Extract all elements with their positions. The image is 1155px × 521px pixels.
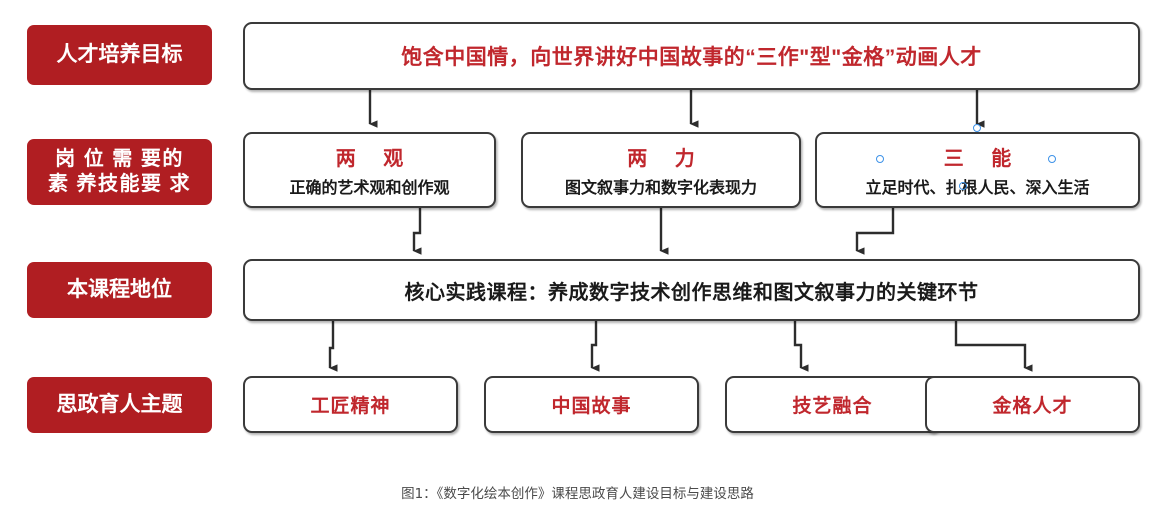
box-theme-skill-art-fusion[interactable]: 技艺融合 [725,376,940,433]
selection-handle-right[interactable] [1048,155,1056,163]
row-tag-post-competency: 岗 位 需 要的 素 养技能要 求 [27,139,212,205]
box-theme-china-story[interactable]: 中国故事 [484,376,699,433]
box-course-status-headline: 核心实践课程：养成数字技术创作思维和图文叙事力的关键环节 [404,281,979,304]
box-theme-china-story-label: 中国故事 [551,396,632,417]
box-theme-skill-art-fusion-label: 技艺融合 [792,396,873,417]
box-talent-goal[interactable]: 饱含中国情，向世界讲好中国故事的“三作"型"金格”动画人才 [243,22,1140,90]
connectors-row1-to-row2 [368,90,985,128]
box-course-status[interactable]: 核心实践课程：养成数字技术创作思维和图文叙事力的关键环节 [243,259,1140,321]
box-talent-goal-headline: 饱含中国情，向世界讲好中国故事的“三作"型"金格”动画人才 [401,46,982,69]
connectors-row2-to-row3 [412,208,895,255]
box-three-abilities-sub: 立足时代、扎根人民、深入生活 [865,180,1090,197]
box-two-powers[interactable]: 两 力 图文叙事力和数字化表现力 [521,132,801,208]
figure-caption: 图1：《数字化绘本创作》课程思政育人建设目标与建设思路 [401,486,754,502]
box-three-abilities[interactable]: 三 能 立足时代、扎根人民、深入生活 [815,132,1140,208]
box-theme-craftsman-spirit[interactable]: 工匠精神 [243,376,458,433]
box-two-views[interactable]: 两 观 正确的艺术观和创作观 [243,132,496,208]
box-three-abilities-headline: 三 能 [943,148,1023,170]
box-two-views-headline: 两 观 [335,148,415,170]
box-two-views-sub: 正确的艺术观和创作观 [289,180,450,197]
box-theme-golden-talent[interactable]: 金格人才 [925,376,1140,433]
selection-handle-top[interactable] [973,124,981,132]
row-tag-ideological-theme: 思政育人主题 [27,377,212,433]
box-two-powers-headline: 两 力 [627,148,706,170]
row-tag-talent-goal: 人才培养目标 [27,25,212,85]
selection-handle-bottom[interactable] [959,182,967,190]
box-theme-craftsman-spirit-label: 工匠精神 [310,396,391,417]
box-theme-golden-talent-label: 金格人才 [992,396,1073,417]
row-tag-post-competency-line1: 岗 位 需 要的 [55,148,184,170]
row-tag-course-status: 本课程地位 [27,262,212,318]
box-two-powers-sub: 图文叙事力和数字化表现力 [564,180,757,197]
connectors-row3-to-row4 [328,321,1033,372]
row-tag-post-competency-line2: 素 养技能要 求 [47,173,192,195]
selection-handle-left[interactable] [876,155,884,163]
